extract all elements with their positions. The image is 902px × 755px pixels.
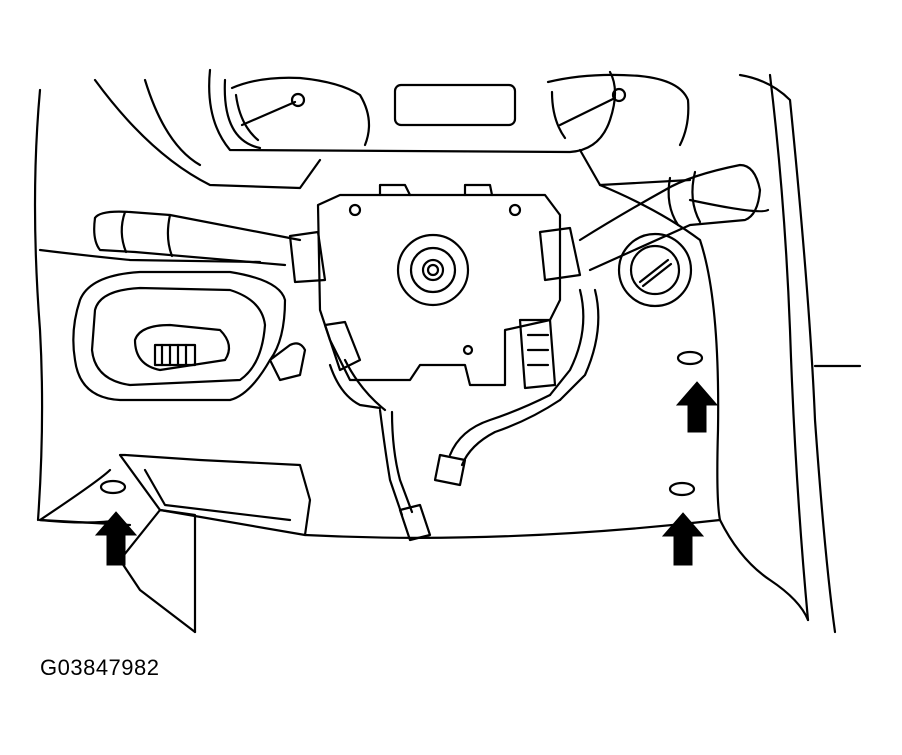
arrow-up-icon: [96, 512, 136, 565]
instrument-cluster: [95, 70, 690, 188]
figure-code: G03847982: [40, 655, 160, 680]
combination-switch-body: [318, 185, 560, 385]
screw-hole-upper-right: [678, 352, 702, 364]
arrow-up-icon: [663, 513, 703, 565]
lower-trim-panel: [40, 455, 720, 632]
screw-hole-left: [101, 481, 125, 493]
wiper-stalk: [540, 165, 760, 280]
left-switch-panel: [73, 272, 305, 400]
ignition-lock-cylinder: [619, 234, 691, 306]
center-display: [395, 85, 515, 125]
right-gauge: [548, 75, 688, 145]
screw-hole-lower-right: [670, 483, 694, 495]
arrow-up-icon: [677, 382, 717, 432]
steering-shaft: [398, 235, 468, 305]
turn-signal-stalk: [94, 212, 325, 282]
wiring-harness: [325, 290, 598, 540]
screw-holes: [101, 352, 702, 495]
left-gauge: [232, 78, 369, 145]
dashboard-outline: [35, 75, 860, 632]
